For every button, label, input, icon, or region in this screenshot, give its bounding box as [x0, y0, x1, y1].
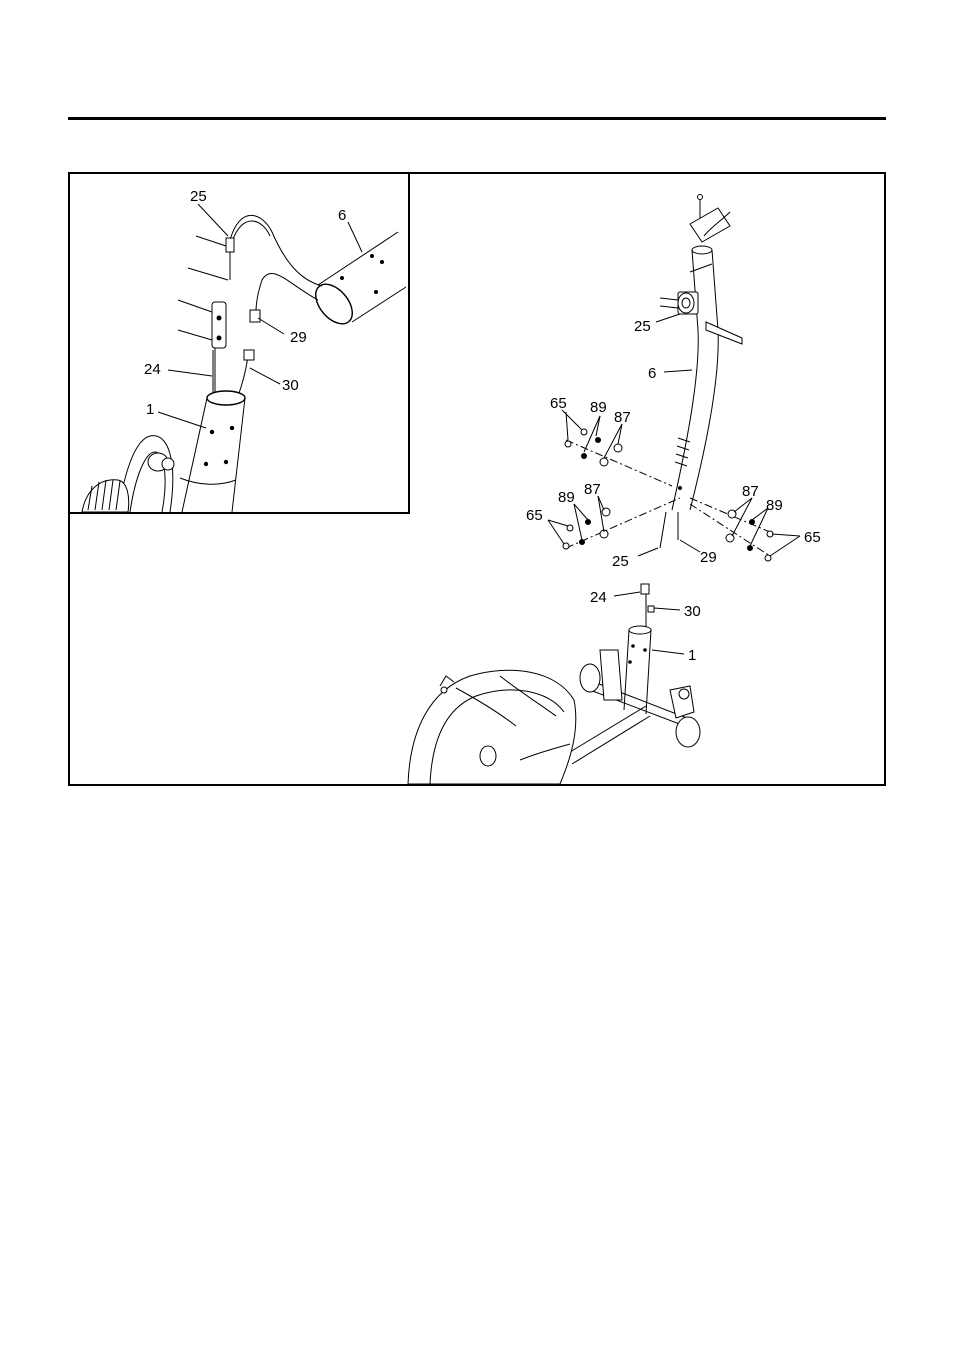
label-87-right: 87 — [742, 483, 759, 500]
label-1-main: 1 — [688, 647, 696, 664]
label-6-inset: 6 — [338, 207, 346, 224]
label-25-inset: 25 — [190, 188, 207, 205]
label-29-main: 29 — [700, 549, 717, 566]
label-30-main: 30 — [684, 603, 701, 620]
base-tube-1-detail — [179, 390, 246, 513]
cable-25-detail — [229, 214, 323, 287]
label-65-lower-left: 65 — [526, 507, 543, 524]
upright-tube-6 — [671, 245, 719, 511]
top-rule — [68, 117, 886, 120]
upright-tube-6-detail — [315, 231, 407, 325]
label-24-inset: 24 — [144, 361, 161, 378]
label-89-lower-left: 89 — [558, 489, 575, 506]
label-30-inset: 30 — [282, 377, 299, 394]
tension-knob-25 — [659, 291, 699, 315]
base-wheel-detail — [81, 435, 175, 513]
fasteners-right — [725, 509, 774, 562]
cable-29-detail — [255, 273, 319, 313]
inset-frame — [68, 172, 410, 514]
label-6-main: 6 — [648, 365, 656, 382]
console-bracket — [689, 207, 731, 243]
label-89-right: 89 — [766, 497, 783, 514]
label-87-upper-left: 87 — [614, 409, 631, 426]
base-frame — [569, 583, 701, 765]
label-24-main: 24 — [590, 589, 607, 606]
label-1-inset: 1 — [146, 401, 154, 418]
label-29-inset: 29 — [290, 329, 307, 346]
label-25-cable-main: 25 — [612, 553, 629, 570]
fasteners-upper-left — [564, 428, 623, 467]
label-87-lower-left: 87 — [584, 481, 601, 498]
inset-detail: 25 6 29 24 30 1 — [81, 188, 407, 513]
label-65-upper-left: 65 — [550, 395, 567, 412]
label-65-right: 65 — [804, 529, 821, 546]
flywheel-shroud — [407, 669, 577, 785]
side-pin — [705, 321, 743, 345]
label-89-upper-left: 89 — [590, 399, 607, 416]
main-exploded-view: 25 6 65 89 87 65 89 87 87 89 65 25 29 24… — [407, 194, 821, 785]
figure-frame — [68, 172, 886, 786]
label-25-main-knob: 25 — [634, 318, 651, 335]
